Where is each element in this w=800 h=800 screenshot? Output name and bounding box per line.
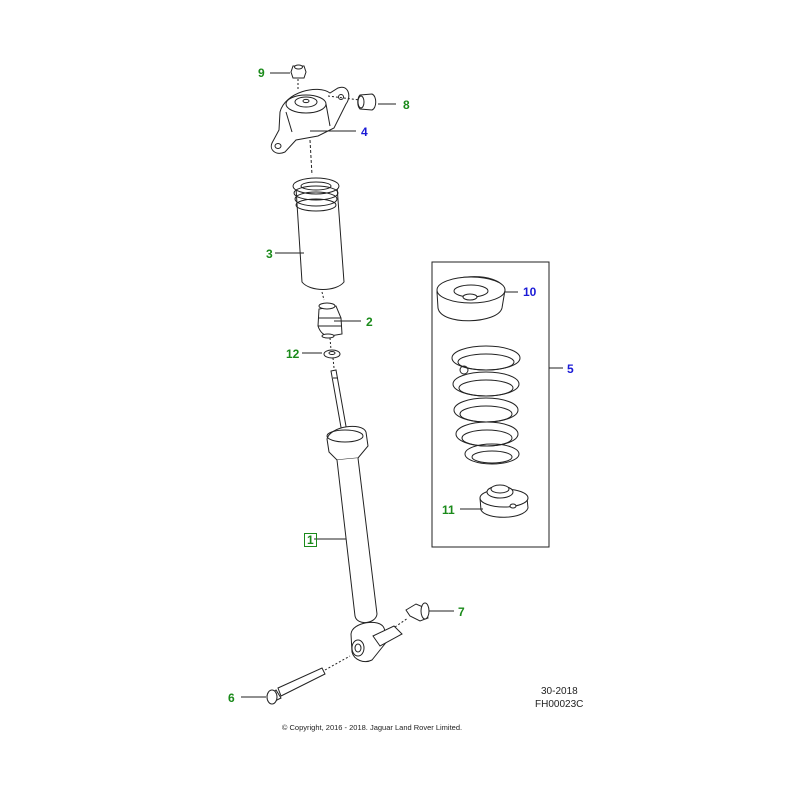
callout-3[interactable]: 3 <box>266 247 273 261</box>
callout-7[interactable]: 7 <box>458 605 465 619</box>
part-12-washer <box>323 349 341 369</box>
part-11-lower-seat <box>479 484 529 518</box>
part-10-upper-seat <box>436 276 506 322</box>
part-5-spring-assembly <box>431 261 550 548</box>
part-2-bump-stop <box>317 302 343 351</box>
callout-2[interactable]: 2 <box>366 315 373 329</box>
callout-5[interactable]: 5 <box>567 362 574 376</box>
leader-lines <box>241 72 563 698</box>
part-4-upper-mount <box>270 86 350 176</box>
callout-6[interactable]: 6 <box>228 691 235 705</box>
copyright-notice: © Copyright, 2016 - 2018. Jaguar Land Ro… <box>281 723 463 732</box>
callout-12[interactable]: 12 <box>286 347 300 361</box>
callout-8[interactable]: 8 <box>403 98 410 112</box>
callout-11[interactable]: 11 <box>442 503 455 517</box>
part-3-dust-boot <box>292 177 345 301</box>
callout-9[interactable]: 9 <box>258 66 265 80</box>
part-8-nut <box>327 93 377 111</box>
part-9-nut <box>290 64 307 90</box>
part-6-bolt <box>266 655 351 705</box>
callout-10[interactable]: 10 <box>523 285 537 299</box>
part-1-shock-absorber <box>326 369 403 663</box>
coil-spring <box>451 345 521 465</box>
figure-code: FH00023C <box>535 699 584 710</box>
callout-1[interactable]: 1 <box>304 533 317 547</box>
part-7-bushing <box>394 602 430 628</box>
callout-4[interactable]: 4 <box>361 125 368 139</box>
date-code: 30-2018 <box>541 686 578 697</box>
